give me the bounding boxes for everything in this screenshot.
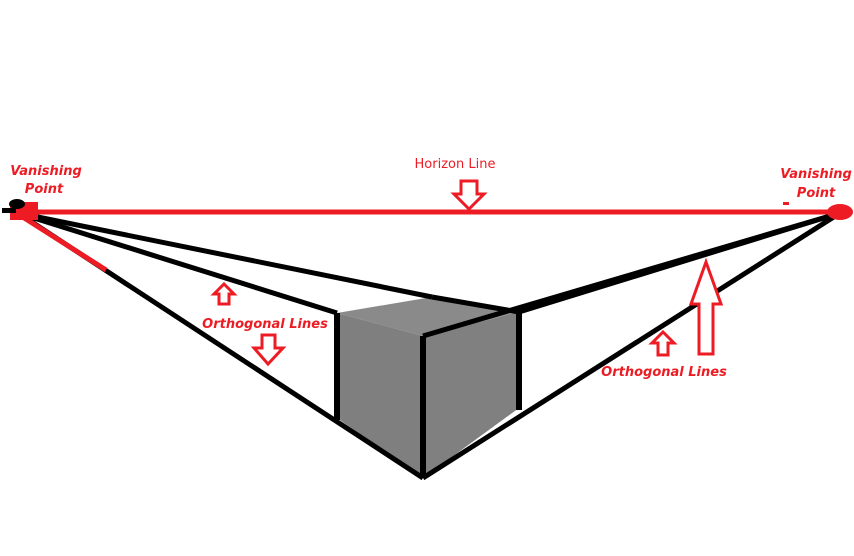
orthogonal-lines-right-label: Orthogonal Lines	[601, 365, 727, 380]
horizon-line-label: Horizon Line	[415, 157, 496, 172]
down-arrow-icon	[250, 333, 287, 367]
orthogonal-line-left-red-segment	[16, 211, 108, 273]
orthogonal-line-right-1	[421, 210, 842, 481]
orthogonal-line-left-2	[17, 210, 338, 316]
cube-right-face	[423, 312, 519, 478]
vanishing-point-left-marker	[2, 199, 38, 220]
orthogonal-line-right-3	[422, 210, 841, 339]
vanishing-point-left-label: Point	[25, 182, 64, 197]
vanishing-point-right-label: Vanishing	[780, 167, 852, 182]
down-arrow-icon	[450, 179, 488, 212]
up-arrow-icon	[648, 329, 678, 357]
orthogonal-line-left-3	[17, 210, 433, 300]
orthogonal-lines-left-label: Orthogonal Lines	[202, 317, 328, 332]
vanishing-point-left-label: Vanishing	[10, 164, 82, 179]
cube-top-face	[337, 297, 519, 336]
up-arrow-icon	[210, 281, 238, 306]
tall-up-arrow-icon	[688, 257, 724, 356]
cube-left-face	[337, 313, 423, 478]
vanishing-point-right-label: Point	[797, 186, 836, 201]
vanishing-point-right-marker	[783, 202, 853, 220]
cube-edge-top-back-right	[431, 294, 520, 315]
